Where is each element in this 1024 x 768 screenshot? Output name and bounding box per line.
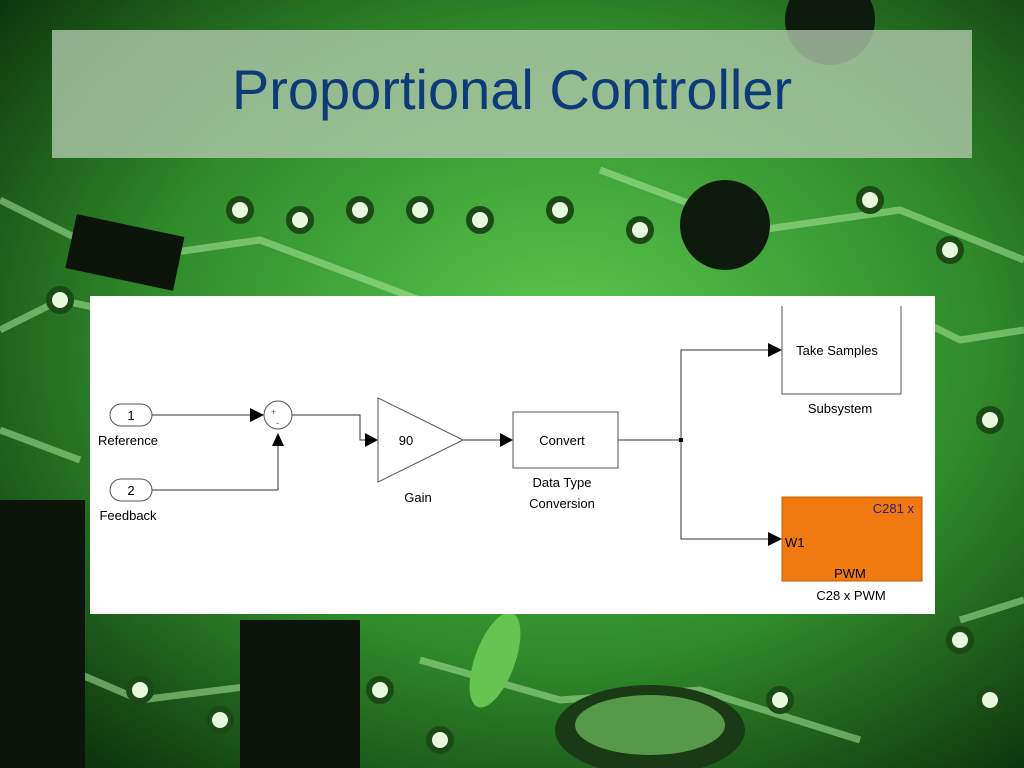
pwm-port-label: W1: [785, 535, 805, 550]
convert-caption-line2: Conversion: [529, 496, 595, 511]
pwm-block-label: PWM: [834, 566, 866, 581]
pwm-caption: C28 x PWM: [816, 588, 885, 603]
slide-title: Proportional Controller: [231, 58, 793, 121]
sum-sign-minus: -: [276, 418, 279, 428]
block-diagram: 1 Reference 2 Feedback + - 90 Gain Conve…: [90, 296, 935, 614]
gain-value: 90: [399, 433, 413, 448]
signal-wires: [152, 349, 768, 540]
subsystem-block[interactable]: Take Samples Subsystem: [781, 306, 902, 416]
inport-1-label: Reference: [98, 433, 158, 448]
inport-feedback[interactable]: 2 Feedback: [99, 478, 157, 523]
pwm-chip-label: C281 x: [873, 501, 915, 516]
sum-sign-plus: +: [271, 407, 276, 417]
data-type-conversion-block[interactable]: Convert Data Type Conversion: [512, 411, 619, 511]
inport-1-number: 1: [127, 408, 134, 423]
inport-reference[interactable]: 1 Reference: [98, 403, 158, 448]
gain-caption: Gain: [404, 490, 431, 505]
convert-caption-line1: Data Type: [532, 475, 591, 490]
gain-block[interactable]: 90 Gain: [377, 397, 465, 505]
pwm-block[interactable]: C281 x W1 PWM C28 x PWM: [781, 496, 923, 603]
branch-point: [679, 438, 683, 442]
subsystem-caption: Subsystem: [808, 401, 872, 416]
signal-arrowheads: [250, 343, 782, 546]
sum-block[interactable]: + -: [263, 400, 293, 430]
inport-2-label: Feedback: [99, 508, 157, 523]
inport-2-number: 2: [127, 483, 134, 498]
title-band: [52, 30, 972, 158]
convert-label: Convert: [539, 433, 585, 448]
subsystem-label: Take Samples: [796, 343, 878, 358]
